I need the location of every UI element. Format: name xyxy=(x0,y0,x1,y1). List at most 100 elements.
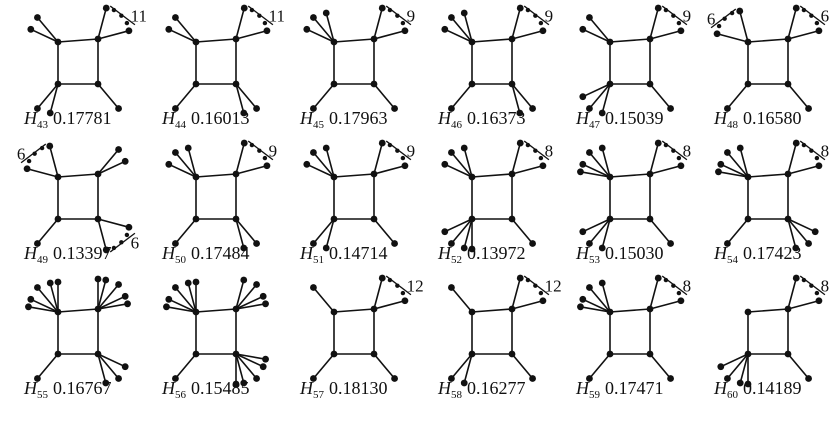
graph-index: 57 xyxy=(313,389,325,401)
pendant-vertex xyxy=(115,375,122,382)
cluster-bracket xyxy=(799,140,826,161)
square-vertex xyxy=(468,173,476,181)
pendant-vertex xyxy=(303,160,311,168)
cluster-dot xyxy=(538,290,544,296)
pendant-edge xyxy=(649,29,682,40)
pendant-vertex xyxy=(310,375,317,382)
cluster-count: 9 xyxy=(683,6,692,25)
square-vertex xyxy=(94,305,102,313)
square-vertex xyxy=(232,35,240,43)
pendant-vertex xyxy=(441,160,449,168)
pendant-edge xyxy=(726,218,749,245)
pendant-edge xyxy=(174,286,197,313)
square-vertex xyxy=(744,38,752,46)
square-vertex xyxy=(232,215,240,223)
pendant-edge xyxy=(649,299,682,310)
pendant-edge xyxy=(787,142,798,175)
square-vertex xyxy=(468,80,476,88)
square-edge xyxy=(333,38,375,43)
square-vertex xyxy=(606,215,614,223)
pendant-edge xyxy=(312,83,335,110)
cluster-count: 12 xyxy=(407,276,424,295)
square-vertex xyxy=(646,35,654,43)
pendant-vertex xyxy=(577,168,584,176)
graph-index: 50 xyxy=(175,254,187,266)
pendant-edge xyxy=(97,353,126,368)
square-vertex xyxy=(646,350,654,358)
pendant-vertex xyxy=(310,284,317,291)
square-vertex xyxy=(784,305,792,313)
square-vertex xyxy=(54,38,62,46)
square-vertex xyxy=(330,350,338,358)
cluster-dot xyxy=(538,20,544,26)
pendant-vertex xyxy=(172,14,179,21)
pendant-edge xyxy=(97,83,120,110)
pendant-edge xyxy=(649,353,672,380)
pendant-vertex xyxy=(172,240,179,247)
square-vertex xyxy=(94,80,102,88)
square-vertex xyxy=(468,38,476,46)
pendant-vertex xyxy=(94,275,102,283)
pendant-edge xyxy=(165,305,197,313)
graph-symbol: H xyxy=(575,108,590,128)
cluster-vertex xyxy=(677,27,685,35)
cluster-vertex xyxy=(516,274,524,282)
pendant-edge xyxy=(450,151,473,178)
square-vertex xyxy=(468,308,476,316)
pendant-vertex xyxy=(165,295,173,303)
cluster-dot xyxy=(814,290,820,296)
pendant-vertex xyxy=(303,25,311,33)
graph-symbol: H xyxy=(161,243,176,263)
pendant-vertex xyxy=(253,281,260,288)
pendant-edge xyxy=(444,163,473,178)
graph-index: 43 xyxy=(37,119,49,131)
pendant-edge xyxy=(235,83,245,114)
pendant-vertex xyxy=(310,105,317,112)
pendant-edge xyxy=(97,218,130,229)
square-vertex xyxy=(54,80,62,88)
pendant-edge xyxy=(373,83,396,110)
pendant-edge xyxy=(97,353,120,380)
pendant-vertex xyxy=(586,105,593,112)
pendant-edge xyxy=(97,279,107,310)
square-edge xyxy=(471,38,513,43)
square-vertex xyxy=(606,308,614,316)
pendant-edge xyxy=(511,83,534,110)
pendant-edge xyxy=(588,83,611,110)
graph-symbol: H xyxy=(23,243,38,263)
pendant-edge xyxy=(787,7,798,40)
cluster-dot xyxy=(400,20,406,26)
cluster-count: 12 xyxy=(545,276,562,295)
pendant-vertex xyxy=(34,284,41,291)
square-vertex xyxy=(508,305,516,313)
pendant-vertex xyxy=(253,240,260,247)
cluster-bracket xyxy=(661,5,688,26)
cluster-count: 11 xyxy=(131,6,147,25)
pendant-edge xyxy=(511,142,522,175)
pendant-vertex xyxy=(667,240,674,247)
pendant-vertex xyxy=(102,276,110,284)
cluster-vertex xyxy=(23,165,31,173)
square-vertex xyxy=(508,215,516,223)
pendant-edge xyxy=(312,286,335,313)
graph-index: 60 xyxy=(727,389,739,401)
pendant-vertex xyxy=(805,105,812,112)
square-vertex xyxy=(508,80,516,88)
pendant-edge xyxy=(601,218,611,249)
graph-index: 59 xyxy=(589,389,601,401)
pendant-edge xyxy=(312,218,335,245)
square-vertex xyxy=(784,350,792,358)
cluster-vertex xyxy=(516,139,524,147)
square-edge xyxy=(333,173,375,178)
pendant-vertex xyxy=(715,168,722,176)
cluster-vertex xyxy=(713,30,721,38)
square-edge xyxy=(609,38,651,43)
pendant-edge xyxy=(312,16,335,43)
